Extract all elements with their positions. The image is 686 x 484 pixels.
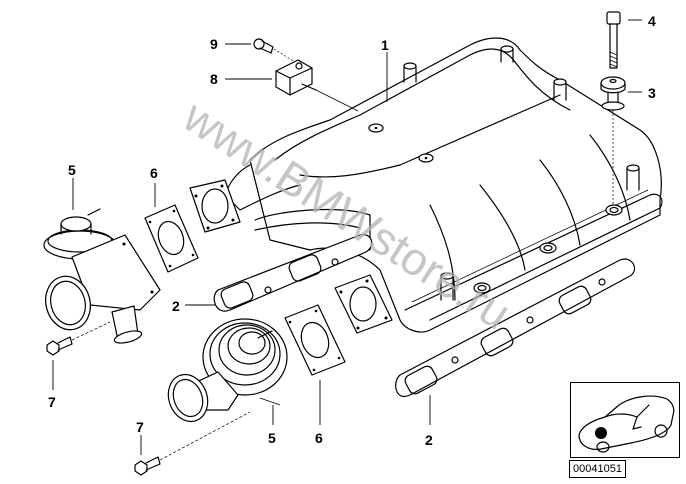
callout-9: 9 xyxy=(210,36,218,52)
hex-bolt-short-upper[interactable] xyxy=(46,321,111,356)
leader-lines xyxy=(52,19,642,455)
callout-6-upper: 6 xyxy=(150,165,158,181)
egr-gasket-lower[interactable] xyxy=(284,304,346,376)
intake-manifold[interactable] xyxy=(189,37,663,334)
callout-2-upper: 2 xyxy=(172,298,180,314)
hex-bolt-long[interactable] xyxy=(606,11,621,69)
diagram-reference-number: 00041051 xyxy=(569,460,626,478)
rubber-mount-bushing[interactable] xyxy=(600,76,626,205)
egr-valve-upper[interactable] xyxy=(40,208,161,345)
callout-1: 1 xyxy=(381,37,389,53)
callout-6-lower: 6 xyxy=(315,430,323,446)
car-locator-icon xyxy=(578,395,675,453)
callout-7-lower: 7 xyxy=(136,419,144,435)
callout-3: 3 xyxy=(648,85,656,101)
callout-2-lower: 2 xyxy=(425,432,433,448)
callout-5-upper: 5 xyxy=(68,162,76,178)
callout-7-upper: 7 xyxy=(48,394,56,410)
manifold-gasket-upper[interactable] xyxy=(213,234,373,312)
callouts: 1 2 2 3 4 5 5 6 6 7 7 8 9 xyxy=(48,13,656,448)
sensor-bracket[interactable] xyxy=(275,59,359,112)
callout-4: 4 xyxy=(648,13,656,29)
screw[interactable] xyxy=(253,38,296,63)
callout-5-lower: 5 xyxy=(268,430,276,446)
callout-8: 8 xyxy=(210,71,218,87)
manifold-gasket-lower[interactable] xyxy=(395,258,635,398)
egr-gasket-upper[interactable] xyxy=(144,204,199,273)
car-locator-thumbnail xyxy=(570,382,680,458)
hex-bolt-short-lower[interactable] xyxy=(134,411,251,476)
egr-valve-lower[interactable] xyxy=(162,318,288,427)
location-marker xyxy=(595,427,607,439)
